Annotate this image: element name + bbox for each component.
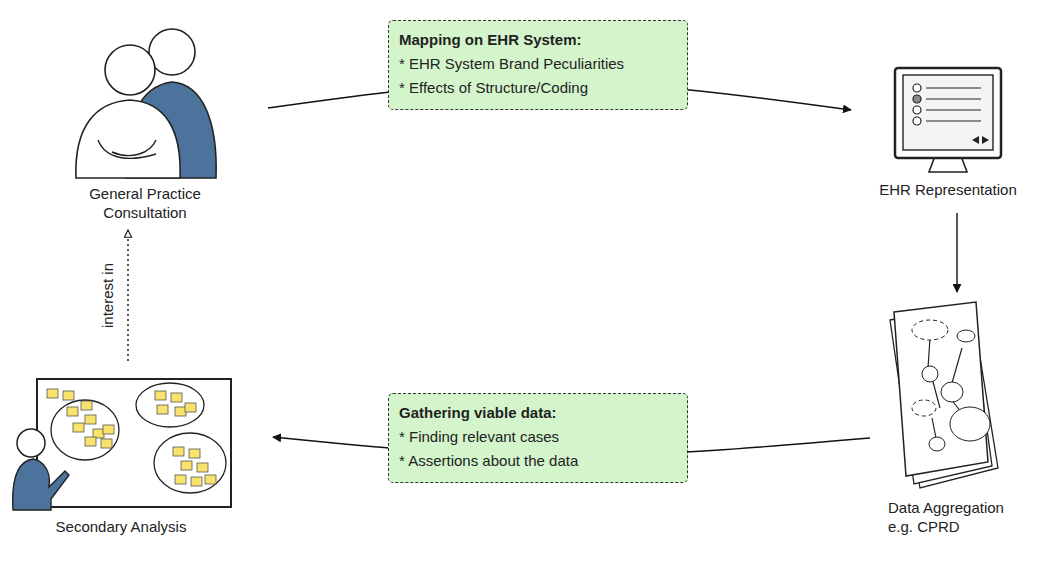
monitor-illustration (873, 60, 1023, 176)
annotation-box: Mapping on EHR System:* EHR System Brand… (388, 20, 688, 110)
node-label: General Practice Consultation (60, 184, 230, 222)
annotation-box: Gathering viable data:* Finding relevant… (388, 393, 688, 483)
box-heading: Mapping on EHR System: (399, 28, 675, 52)
edge-label: interest in (99, 261, 116, 330)
bullet-text: * Assertions about the data (399, 449, 675, 473)
flow-arrow (956, 213, 957, 292)
actor-node: General Practice Consultation (60, 20, 230, 222)
dotted-arrow (127, 230, 128, 361)
bullet-text: * Finding relevant cases (399, 425, 675, 449)
node-label: EHR Representation (873, 180, 1023, 199)
analysis-node: Secondary Analysis (5, 375, 237, 536)
node-label: Secondary Analysis (5, 517, 237, 536)
screen-node: EHR Representation (873, 60, 1023, 199)
data-node: Data Aggregation e.g. CPRD (880, 298, 1020, 536)
documents-illustration (880, 298, 1020, 494)
node-label: Data Aggregation e.g. CPRD (880, 498, 1020, 536)
people-illustration (60, 20, 230, 180)
bullet-text: * Effects of Structure/Coding (399, 76, 675, 100)
box-heading: Gathering viable data: (399, 401, 675, 425)
bullet-text: * EHR System Brand Peculiarities (399, 52, 675, 76)
board-illustration (5, 375, 237, 513)
